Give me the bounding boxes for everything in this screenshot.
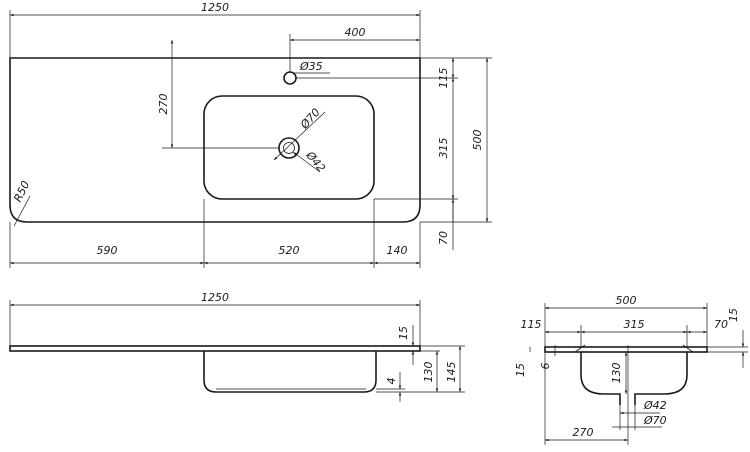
label-drain-from-back-side: 270 — [573, 426, 594, 439]
label-drain-inner: Ø42 — [303, 148, 328, 174]
label-wall-thickness: 4 — [385, 378, 398, 385]
front-view: 1250 15 4 130 145 — [9, 291, 465, 402]
label-bowl-depth: 315 — [437, 138, 450, 159]
label-overall-depth: 500 — [471, 130, 484, 151]
label-drain-outer: Ø70 — [297, 106, 322, 132]
label-tap-hole: Ø35 — [299, 60, 323, 73]
label-overall-length-top: 1250 — [201, 1, 229, 14]
label-drain-from-back: 270 — [157, 94, 170, 115]
label-drain-outer-side: Ø70 — [643, 414, 667, 427]
label-overall-length-front: 1250 — [201, 291, 229, 304]
label-slab-thickness-right: 15 — [727, 308, 740, 322]
tap-hole — [283, 71, 297, 85]
slab-front — [9, 345, 421, 352]
drain-outer — [278, 137, 300, 159]
label-tap-from-back: 115 — [437, 68, 450, 89]
label-total-height: 145 — [445, 362, 458, 383]
label-corner-radius: R50 — [11, 179, 32, 204]
slab-side — [544, 346, 708, 353]
label-bowl-segment: 315 — [624, 318, 645, 331]
label-bowl-width: 520 — [279, 244, 300, 257]
drain-inner — [283, 142, 295, 154]
label-slab-thickness: 15 — [397, 326, 410, 340]
label-front-segment: 70 — [714, 318, 728, 331]
leader-drain-outer — [273, 111, 326, 161]
bowl-front — [203, 351, 377, 393]
bowl-side — [580, 352, 688, 405]
leader-corner-radius — [13, 195, 31, 227]
top-view: 1250 400 Ø35 270 115 315 500 70 Ø70 Ø42 … — [9, 1, 492, 268]
side-view: 500 115 315 70 15 15 6 130 Ø42 Ø70 270 — [514, 294, 748, 445]
label-front-strip: 70 — [437, 231, 450, 245]
label-bowl-height-side: 130 — [610, 363, 623, 384]
leader-drain-inner — [292, 151, 321, 173]
label-left-segment: 590 — [97, 244, 118, 257]
label-overall-depth-side: 500 — [616, 294, 637, 307]
label-drain-inner-side: Ø42 — [643, 399, 667, 412]
bowl-outline — [203, 95, 375, 200]
label-tap-offset: 400 — [345, 26, 366, 39]
label-back-segment: 115 — [521, 318, 542, 331]
label-right-segment: 140 — [387, 244, 408, 257]
countertop-outline — [9, 57, 421, 223]
label-slab-thickness-left: 15 — [514, 363, 527, 377]
label-bowl-height: 130 — [422, 362, 435, 383]
label-lip: 6 — [539, 363, 552, 370]
